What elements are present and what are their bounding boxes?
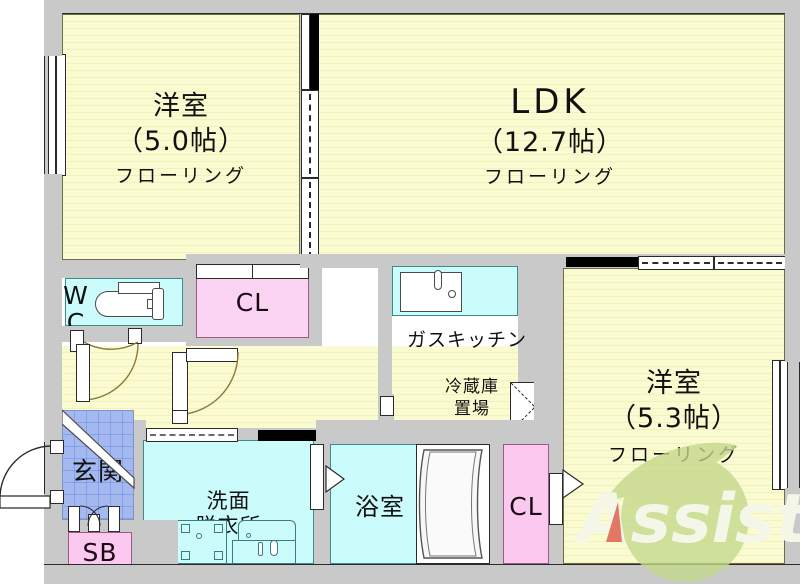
kitchen-faucet [434, 270, 442, 290]
washer-pan-corner-br [214, 551, 223, 560]
toilet-handle [147, 299, 153, 309]
washer-pan-corner-bl [181, 551, 190, 560]
vanity-basin [238, 520, 296, 542]
wall-left-outer-top [44, 0, 62, 56]
washroom-door-pocket [258, 430, 316, 441]
wall-bottom-outer [44, 564, 800, 584]
washer-pan-corner-tl [181, 524, 190, 533]
vanity-drain [246, 533, 251, 538]
sliding-door-right-bedroom-a-track [642, 262, 710, 264]
kitchen-drain-knob [448, 290, 456, 298]
wall-ldk-bottom-left [300, 254, 392, 268]
shoe-box-door-mid[interactable] [88, 514, 100, 532]
entrance-tile [62, 410, 134, 520]
room-bedroom-right [563, 268, 785, 564]
wall-wc-top [62, 260, 186, 278]
bathroom-door-panel[interactable] [310, 444, 324, 510]
wall-entrance-left-outer [44, 342, 62, 442]
room-ldk [316, 14, 785, 260]
washer-drain [196, 533, 202, 539]
sliding-door-track-lower [309, 182, 311, 258]
wall-hall-right-step [316, 420, 396, 436]
washing-machine-pan [177, 520, 227, 564]
right-bedroom-door-pocket [566, 257, 638, 267]
wall-left-outer-mid [44, 174, 62, 344]
entrance-door-jamb-top [50, 440, 64, 454]
hall-door-jamb-bottom [172, 410, 188, 424]
hall-door-head [186, 348, 238, 362]
wall-fridge-right [534, 254, 563, 434]
window-right-bedroom-mullion [779, 360, 781, 490]
window-left-bedroom-mullion [55, 54, 57, 176]
closet-hall-door-right[interactable] [252, 264, 309, 279]
vanity-handle [270, 540, 278, 556]
closet-hall [196, 278, 309, 338]
wc-door-leaf[interactable] [76, 344, 90, 402]
notch-fridge-inner [380, 396, 394, 416]
vanity-faucet [258, 542, 263, 556]
toilet-cistern-side [152, 288, 164, 320]
washroom-sliding-door-track [150, 434, 234, 436]
sliding-door-right-bedroom-b-track [718, 262, 782, 264]
shoe-box-door-right[interactable] [108, 506, 120, 532]
wall-top-outer [44, 0, 800, 14]
wc-door-jamb [128, 328, 142, 344]
wall-right-outer-bottom [785, 488, 800, 584]
room-bedroom-left [62, 14, 300, 260]
sliding-door-bedroom-ldk-upper[interactable] [301, 14, 310, 90]
wall-corridor-ldk-right [392, 420, 534, 436]
partition-door-pocket [307, 14, 319, 90]
closet-right [503, 444, 549, 564]
shoe-box-door-left[interactable] [68, 506, 80, 532]
washer-pan-corner-tr [214, 524, 223, 533]
sliding-door-track-mid [309, 94, 311, 174]
vanity-cabinet [232, 540, 296, 564]
closet-hall-door-left[interactable] [196, 264, 253, 279]
wall-hall-bottom [134, 420, 146, 440]
window-left-bedroom [48, 54, 66, 176]
wall-right-outer-top [785, 0, 800, 362]
bathtub-area [416, 444, 490, 564]
wall-kitchen-top [378, 254, 534, 266]
closet-right-door[interactable] [549, 473, 563, 525]
wall-kitchen-left [378, 254, 392, 434]
entrance-door-jamb-bottom [50, 490, 64, 504]
